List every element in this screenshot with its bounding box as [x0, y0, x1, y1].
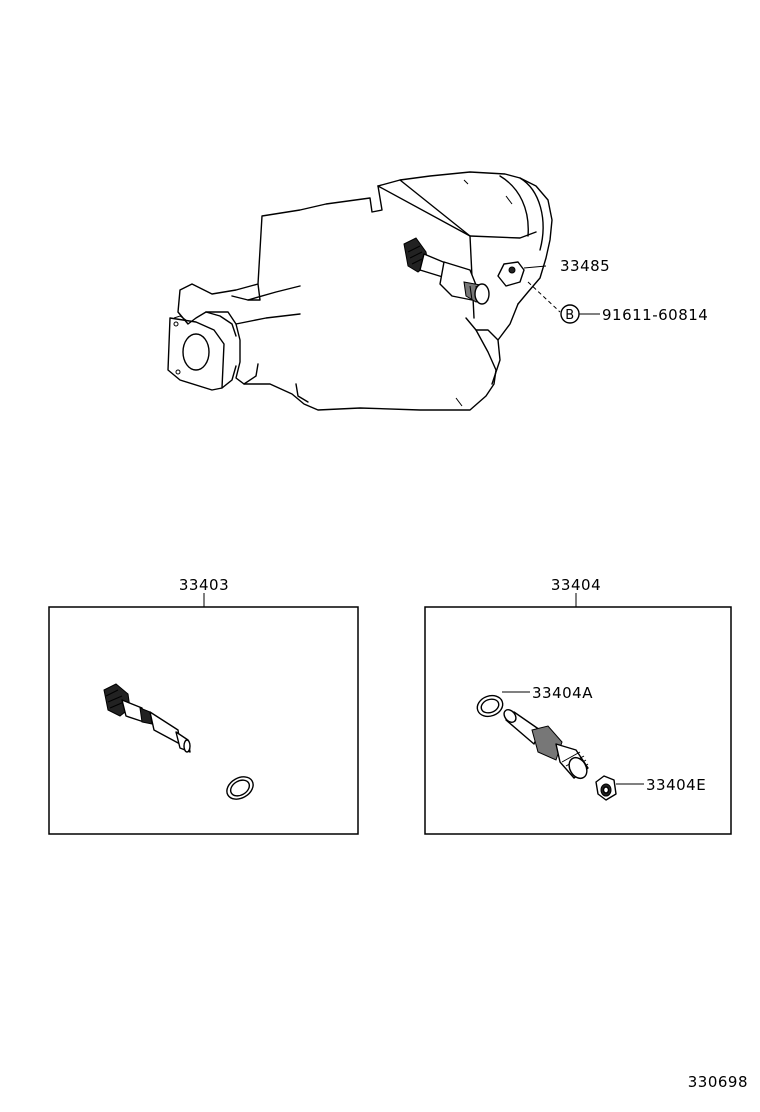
label-gear-kit: 33403	[179, 576, 229, 594]
sleeve-oring-part	[476, 691, 530, 718]
driven-gear-part	[103, 683, 191, 753]
bolt-letter: B	[565, 308, 574, 323]
gear-kit-box	[48, 606, 359, 835]
label-sleeve-kit: 33404	[551, 576, 601, 594]
sleeve-kit-group	[424, 593, 732, 835]
sleeve-seal-part	[595, 775, 644, 801]
label-sleeve-oring: 33404A	[532, 684, 593, 702]
label-bolt: 91611-60814	[602, 306, 708, 324]
gear-kit-oring-part	[226, 776, 254, 800]
bolt-marker: B	[560, 304, 600, 324]
transmission-housing	[167, 171, 553, 411]
label-sleeve-seal: 33404E	[646, 776, 706, 794]
clamp-plate-part	[497, 261, 561, 313]
label-clamp-plate: 33485	[560, 257, 610, 275]
sleeve-part	[503, 709, 589, 780]
sleeve-kit-box	[424, 606, 732, 835]
illustration-number: 330698	[688, 1073, 748, 1091]
gear-kit-group	[48, 593, 359, 835]
installed-driven-gear	[403, 237, 490, 305]
